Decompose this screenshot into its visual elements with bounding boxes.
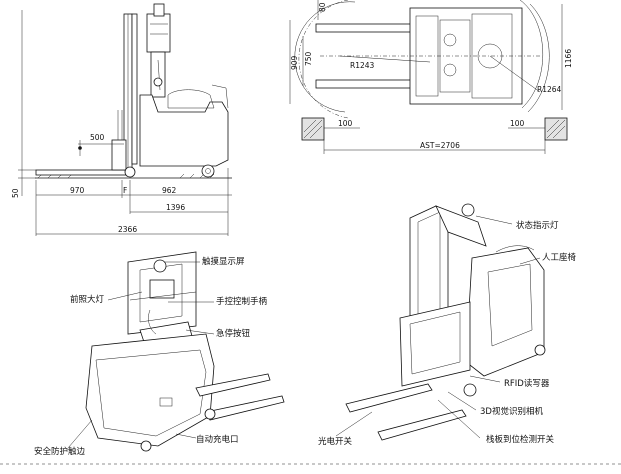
dim-1166: 1166 [564, 49, 573, 68]
dim-100-right: 100 [510, 119, 525, 128]
label-touch-screen: 触摸显示屏 [202, 256, 245, 267]
dim-2366: 2366 [118, 225, 137, 234]
dim-100-left: 100 [338, 119, 353, 128]
label-status-light: 状态指示灯 [516, 220, 559, 231]
dim-500: 500 [90, 133, 105, 142]
dim-909: 909 [290, 55, 299, 70]
top-view: R1243 R1264 909 750 80 1166 100 100 AST=… [289, 0, 573, 154]
label-front-light: 前照大灯 [70, 294, 105, 305]
dim-962: 962 [162, 186, 177, 195]
label-vision-camera: 3D视觉识别相机 [480, 406, 543, 417]
dim-750: 750 [304, 51, 313, 66]
dim-50: 50 [11, 188, 20, 198]
rear-view: 状态指示灯 人工座椅 RFID读写器 3D视觉识别相机 栈板到位检测开关 光电开… [318, 203, 577, 447]
label-safety-edge: 安全防护触边 [34, 446, 86, 457]
label-auto-charge: 自动充电口 [196, 434, 239, 445]
label-hand-control: 手控控制手柄 [216, 296, 268, 307]
label-photo-switch: 光电开关 [318, 436, 353, 447]
side-view: 500 50 970 F 962 1396 2366 [11, 3, 232, 236]
ast-dimension: AST=2706 [420, 141, 460, 150]
label-emergency-stop: 急停按钮 [216, 328, 251, 339]
dim-80: 80 [318, 2, 327, 12]
label-rfid-reader: RFID读写器 [504, 378, 550, 389]
radius-left: R1243 [350, 61, 375, 70]
label-manual-seat: 人工座椅 [542, 252, 577, 263]
dim-f: F [123, 186, 127, 195]
radius-right: R1264 [537, 85, 562, 94]
label-pallet-switch: 栈板到位检测开关 [486, 434, 555, 445]
dim-1396: 1396 [166, 203, 185, 212]
front-view: 触摸显示屏 前照大灯 手控控制手柄 急停按钮 安全防护触边 自动充电口 [34, 251, 285, 457]
dim-970: 970 [70, 186, 85, 195]
